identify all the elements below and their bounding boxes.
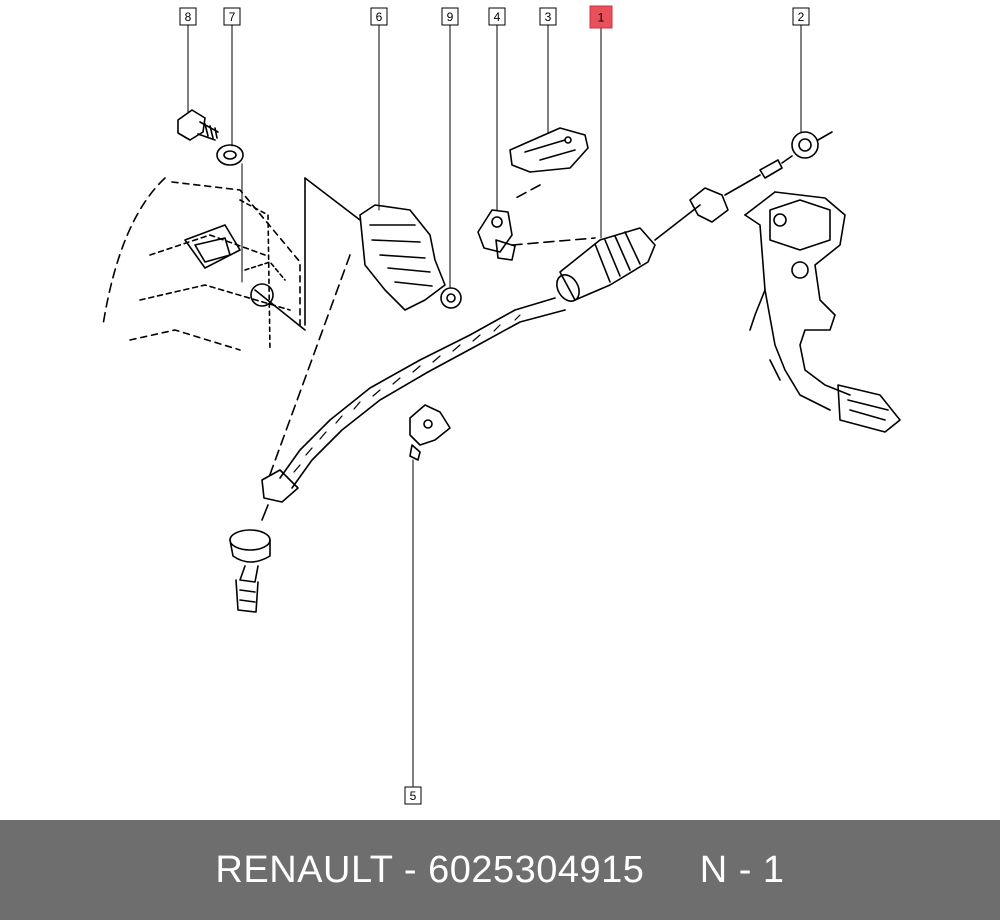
footer-bar: RENAULT - 6025304915 N - 1 — [0, 820, 1000, 920]
callout-8: 8 — [179, 7, 197, 26]
callout-box — [179, 7, 197, 26]
part-9-nut — [440, 287, 462, 309]
guide-lines — [254, 177, 361, 331]
callout-box — [539, 7, 557, 26]
callout-box — [223, 7, 241, 26]
footer-position: N - 1 — [699, 848, 785, 891]
callout-label: 7 — [229, 10, 236, 24]
leader-lines — [187, 24, 802, 787]
callout-label: 2 — [798, 10, 805, 24]
callout-label: 5 — [410, 789, 417, 803]
callout-label: 3 — [545, 10, 552, 24]
footer-title: RENAULT - 6025304915 N - 1 — [215, 849, 784, 892]
callout-label: 4 — [494, 10, 501, 24]
callout-box — [589, 5, 613, 29]
part-7-grommet — [216, 144, 244, 166]
callout-9: 9 — [441, 7, 459, 26]
part-4-clip — [477, 209, 516, 261]
body-panel — [102, 177, 301, 351]
part-5-clamp — [409, 404, 451, 461]
part-3-bracket — [509, 127, 589, 173]
callout-box — [792, 7, 810, 26]
part-8-bolt — [177, 109, 219, 141]
parts-diagram: 8 7 6 9 4 3 1 2 5 — [102, 5, 901, 805]
footer-part-number: 6025304915 — [428, 848, 645, 891]
callout-label: 9 — [447, 10, 454, 24]
callout-box — [441, 7, 459, 26]
callout-6: 6 — [370, 7, 388, 26]
callout-7: 7 — [223, 7, 241, 26]
pedal-assembly — [744, 191, 901, 433]
assembly-lines — [267, 184, 596, 481]
part-2-cable-end — [759, 131, 833, 179]
callout-box — [488, 7, 506, 26]
callout-5: 5 — [404, 786, 422, 805]
callout-label: 6 — [376, 10, 383, 24]
callout-2: 2 — [792, 7, 810, 26]
callout-box — [370, 7, 388, 26]
callout-label: 8 — [185, 10, 192, 24]
footer-separator: - — [392, 848, 429, 891]
callout-box — [404, 786, 422, 805]
callout-label: 1 — [598, 11, 605, 25]
footer-brand: RENAULT — [215, 848, 393, 891]
part-1-clutch-cable — [229, 174, 761, 613]
footer-gap — [644, 849, 699, 891]
callout-3: 3 — [539, 7, 557, 26]
part-6-cable-guide — [359, 204, 446, 311]
callout-1: 1 — [589, 5, 613, 29]
callout-4: 4 — [488, 7, 506, 26]
